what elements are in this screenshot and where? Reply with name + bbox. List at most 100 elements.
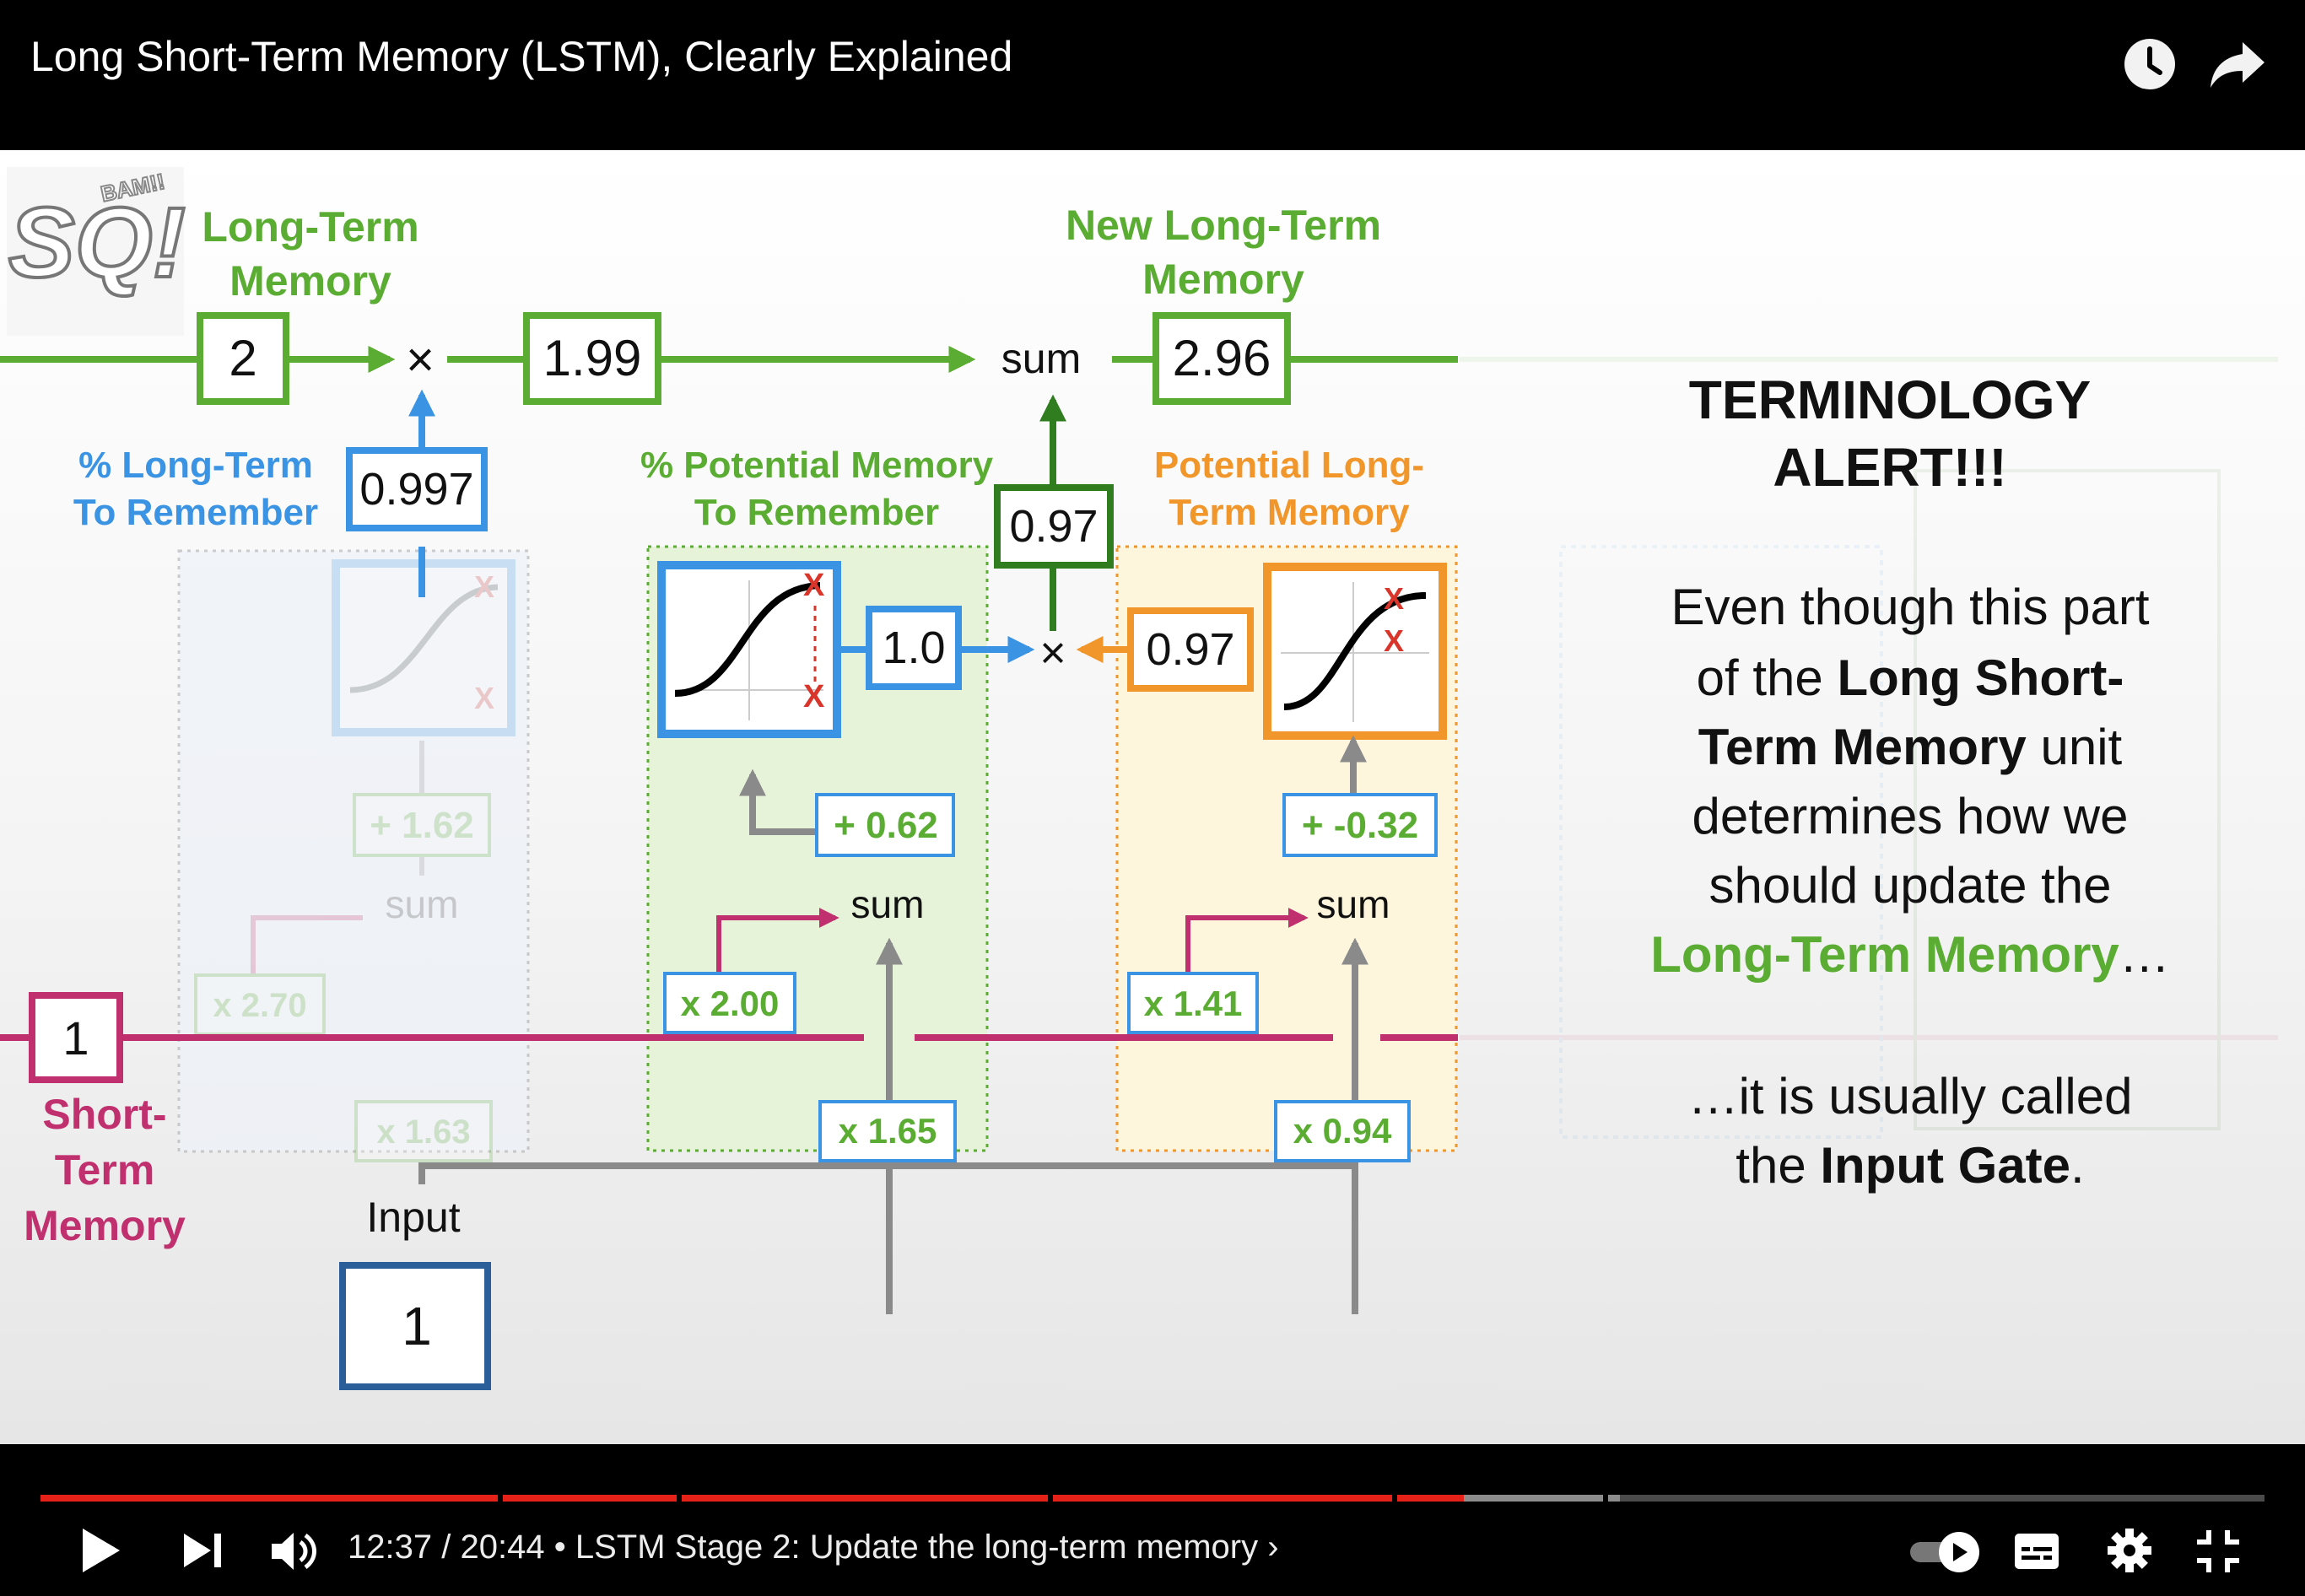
pot-ltm-weight-input: x 0.94 (1293, 1111, 1392, 1151)
terminology-line-5: should update the (1709, 857, 2111, 914)
multiply-top: × (406, 332, 435, 387)
svg-text:X: X (474, 569, 494, 604)
pot-ltm-label-1: Potential Long- (1154, 445, 1424, 486)
input-box (339, 1262, 491, 1390)
pot-ltm-output-box (1127, 607, 1254, 692)
pct-ltm-label-1: % Long-Term (78, 445, 313, 486)
statquest-logo: SQ! BAM!! (7, 167, 187, 336)
pct-pot-sum: sum (851, 882, 925, 926)
ltm-label-1: Long-Term (202, 203, 418, 251)
video-title[interactable]: Long Short-Term Memory (LSTM), Clearly E… (30, 33, 1013, 80)
terminology-line-7: …it is usually called (1688, 1068, 2133, 1124)
time-and-chapter: 12:37 / 20:44 • LSTM Stage 2: Update the… (348, 1529, 1279, 1566)
pct-pot-label-2: To Remember (694, 492, 939, 533)
tanh-point-marker: X (1384, 623, 1404, 658)
lstm-diagram: SQ! BAM!! X X + 1.62 sum x 2.70 x 1.63 L (0, 167, 2278, 1390)
forget-weight-input: x 1.63 (376, 1113, 470, 1151)
gear-icon[interactable] (2106, 1527, 2153, 1574)
ltm-value-box (197, 312, 289, 405)
share-arrow-icon[interactable] (2205, 32, 2270, 96)
chapter-divider (1048, 1495, 1053, 1502)
chapter-divider (1603, 1495, 1608, 1502)
next-icon[interactable] (181, 1530, 224, 1571)
pct-pot-output: 1.0 (882, 623, 945, 673)
terminology-line-6: Long-Term Memory… (1650, 926, 2170, 983)
progress-played (40, 1495, 1465, 1502)
top-bar: Long Short-Term Memory (LSTM), Clearly E… (0, 0, 2305, 150)
multiply-mid: × (1039, 628, 1066, 678)
new-ltm-label-2: Memory (1142, 256, 1304, 303)
current-time: 12:37 (348, 1529, 433, 1566)
new-ltm-value: 2.96 (1173, 330, 1271, 386)
forget-sum: sum (386, 882, 459, 926)
forget-weight-short: x 2.70 (213, 987, 306, 1024)
chapter-chevron[interactable]: › (1267, 1529, 1279, 1566)
product-value: 1.99 (543, 330, 642, 386)
pct-pot-weight-short: x 2.00 (681, 984, 780, 1023)
pot-ltm-label-2: Term Memory (1169, 492, 1410, 533)
pct-pot-weight-input: x 1.65 (839, 1111, 937, 1151)
pct-ltm-box (346, 447, 488, 531)
pot-ltm-bias: + -0.32 (1302, 805, 1418, 846)
volume-icon[interactable] (268, 1529, 317, 1574)
sigmoid-max-marker: X (803, 568, 825, 603)
terminology-line-4: determines how we (1692, 788, 2129, 844)
sigmoid-point-marker: X (803, 679, 825, 714)
terminology-line-2: of the Long Short- (1697, 650, 2124, 706)
clock-icon[interactable] (2118, 32, 2182, 96)
progress-bar[interactable] (40, 1495, 2265, 1502)
pot-ltm-bias-box (1282, 793, 1438, 857)
terminology-heading-1: TERMINOLOGY (1689, 369, 2091, 430)
input-label: Input (366, 1194, 460, 1241)
update-value: 0.97 (1009, 501, 1098, 552)
chapter-title[interactable]: LSTM Stage 2: Update the long-term memor… (575, 1529, 1259, 1566)
duration: 20:44 (460, 1529, 545, 1566)
update-value-box (994, 484, 1114, 569)
stm-label-1: Short- (42, 1091, 166, 1138)
pot-ltm-weight-short: x 1.41 (1144, 984, 1243, 1023)
subtitles-icon[interactable] (2013, 1532, 2060, 1571)
stm-label-3: Memory (24, 1202, 186, 1249)
tanh-max-marker: X (1384, 581, 1404, 616)
pct-pot-bias: + 0.62 (834, 805, 938, 846)
stm-value: 1 (62, 1011, 89, 1065)
video-frame[interactable]: SQ! BAM!! X X + 1.62 sum x 2.70 x 1.63 L (0, 150, 2305, 1444)
stm-label-2: Term (55, 1146, 155, 1194)
stm-value-box (29, 992, 123, 1083)
input-gate-percent: % Potential Memory To Remember X X 1.0 +… (640, 445, 1035, 1314)
chapter-divider (498, 1495, 503, 1502)
tanh-graph (1263, 563, 1447, 740)
svg-text:X: X (474, 681, 494, 715)
faded-next-stage (1460, 357, 2278, 1139)
pct-pot-weight-input-box (818, 1100, 957, 1162)
play-icon[interactable] (78, 1525, 125, 1576)
update-path: 0.97 × (994, 394, 1114, 678)
forget-gate-faded: X X + 1.62 sum x 2.70 x 1.63 (177, 549, 530, 1162)
new-ltm-label-1: New Long-Term (1066, 202, 1381, 249)
logo-text: SQ! (8, 187, 186, 299)
terminology-panel: TERMINOLOGY ALERT!!! Even though this pa… (1650, 369, 2170, 1194)
pot-ltm-weight-input-box (1274, 1100, 1411, 1162)
terminology-line-8: the Input Gate. (1735, 1137, 2084, 1194)
pot-ltm-sum: sum (1317, 882, 1390, 926)
chapter-divider (677, 1495, 682, 1502)
product-box (523, 312, 661, 405)
forget-bias: + 1.62 (370, 805, 474, 846)
terminology-heading-2: ALERT!!! (1773, 437, 2006, 498)
pot-ltm-weight-short-box (1127, 972, 1259, 1034)
pct-pot-label-1: % Potential Memory (640, 445, 994, 486)
autoplay-toggle-icon[interactable] (1907, 1529, 1991, 1576)
terminology-line-3: Term Memory unit (1698, 719, 2123, 775)
ltm-label-2: Memory (229, 257, 391, 305)
input-value: 1 (402, 1296, 432, 1356)
pct-pot-weight-short-box (663, 972, 796, 1034)
chapter-bullet: • (553, 1529, 566, 1566)
terminology-line-1: Even though this part (1671, 579, 2149, 635)
player-controls: 12:37 / 20:44 • LSTM Stage 2: Update the… (0, 1444, 2305, 1596)
chapter-divider (1392, 1495, 1397, 1502)
pct-pot-output-box (866, 606, 962, 690)
pct-pot-bias-box (815, 793, 955, 857)
pct-ltm-label-2: To Remember (73, 492, 318, 533)
input-line (418, 1162, 1355, 1184)
exit-fullscreen-icon[interactable] (2195, 1529, 2241, 1574)
